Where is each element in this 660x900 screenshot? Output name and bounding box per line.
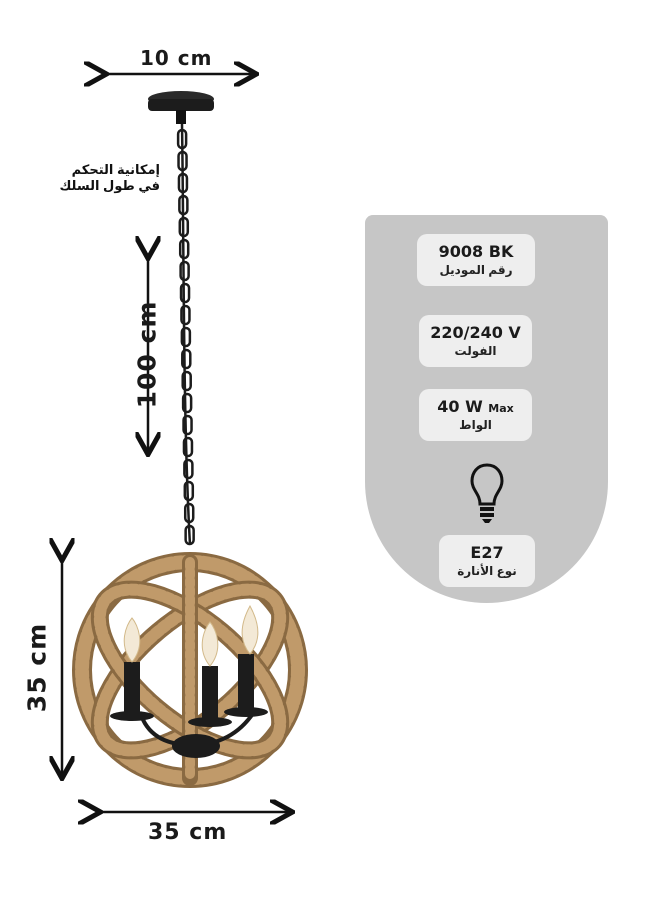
chain-link [181,370,192,392]
spec-model: 9008 BK رقم الموديل [417,234,535,286]
chain-link [178,238,190,260]
cable-adjust-note-line1: إمكانية التحكم [71,162,160,177]
spec-wattage-label: الواط [459,418,492,432]
height-label: 35 cm [22,622,52,713]
chain-link [181,348,192,370]
bottom-width-label: 35 cm [148,820,228,845]
spec-panel: 9008 BK رقم الموديل 220/240 V الفولت 40 … [365,215,608,603]
spec-wattage-value: 40 W [437,397,483,416]
cable-adjust-note-line2: في طول السلك [59,178,160,193]
rope-sphere [72,552,308,788]
spec-bulb-type-value: E27 [470,543,504,562]
chain [176,123,195,546]
chain-link [183,458,194,480]
spec-model-value: 9008 BK [438,242,514,261]
chain-link [176,128,188,150]
chain-link [178,194,189,216]
chain-link [181,392,193,414]
chain-link [184,524,195,546]
chain-link [183,502,195,524]
chain-link [180,326,192,348]
spec-model-label: رقم الموديل [439,263,513,277]
chain-link [179,282,191,304]
chain-link [177,172,189,194]
spec-voltage-label: الفولت [454,344,497,358]
chain-link [182,436,194,458]
spec-voltage: 220/240 V الفولت [419,315,532,367]
chain-link [178,216,190,238]
ceiling-canopy [148,91,214,124]
candle-holder [110,604,268,758]
chain-link [179,260,190,282]
chain-link [183,480,195,502]
cable-adjust-note: إمكانية التحكم في طول السلك [40,162,160,194]
chain-link [177,150,188,172]
chain-link [180,304,191,326]
chain-link [182,414,193,436]
bulb-icon [470,463,504,523]
spec-bulb-type-label: نوع الأنارة [457,564,517,578]
spec-wattage-row: 40 W Max [419,397,532,416]
spec-wattage: 40 W Max الواط [419,389,532,441]
spec-bulb-type: E27 نوع الأنارة [439,535,535,587]
top-width-label: 10 cm [140,46,213,70]
chain-length-label: 100 cm [132,300,162,409]
spec-voltage-value: 220/240 V [430,323,521,342]
spec-wattage-suffix: Max [488,402,514,415]
